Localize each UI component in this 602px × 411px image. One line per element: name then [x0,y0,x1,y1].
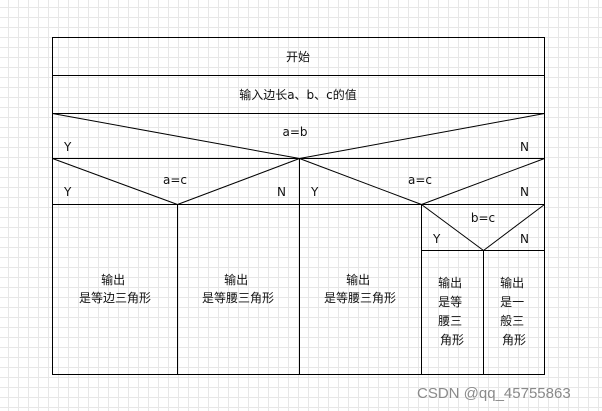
cond-ac-right-diag-right [421,158,545,205]
cond-ac-right-no: N [520,185,529,199]
output-isosceles-2-line: 输出 [346,272,370,287]
output-isosceles-1: 输出 是等腰三角形 [202,272,274,305]
cond-ab-diag-left [52,113,300,159]
output-isosceles-2: 输出 是等腰三角形 [324,272,396,305]
output-scalene-line: 是一 [500,295,524,309]
cond-bc-label: b=c [471,211,495,225]
chart-border [52,37,545,375]
cond-ac-left-no: N [277,185,286,199]
cond-ac-right-diag-left [299,158,422,205]
cond-ac-left-diag-left [52,158,178,205]
cond-ac-right-label: a=c [408,173,432,187]
output-isosceles-3-line: 腰三 [438,314,462,328]
output-isosceles-3-line: 角形 [440,333,464,347]
output-scalene-line: 角形 [502,333,526,347]
cond-ac-left-diag-right [177,158,300,205]
cond-bc-diag-left [421,204,484,251]
output-isosceles-3-line: 是等 [438,295,462,309]
cond-bc-diag-right [483,204,545,251]
cond-bc-yes: Y [432,232,441,246]
cond-ab-label: a=b [282,125,307,139]
output-equilateral: 输出 是等边三角形 [79,272,151,305]
cond-ac-left-label: a=c [163,173,187,187]
watermark: CSDN @qq_45755863 [417,385,571,402]
output-isosceles-3: 输出 是等 腰三 角形 [438,275,466,347]
output-isosceles-1-line: 输出 [224,272,248,287]
output-equilateral-line: 是等边三角形 [79,291,151,305]
output-isosceles-1-line: 是等腰三角形 [202,291,274,305]
output-equilateral-line: 输出 [101,272,125,287]
cond-bc-no: N [520,232,529,246]
cond-ac-right-yes: Y [310,185,319,199]
output-scalene-line: 般三 [500,313,524,328]
output-isosceles-3-line: 输出 [438,275,462,290]
input-label: 输入边长a、b、c的值 [239,87,357,102]
cond-ac-left-yes: Y [63,185,72,199]
cond-ab-yes: Y [63,140,72,154]
cond-ab-diag-right [299,113,545,159]
output-scalene: 输出 是一 般三 角形 [500,275,528,347]
start-label: 开始 [286,50,310,64]
output-scalene-line: 输出 [500,275,524,290]
cond-ab-no: N [520,140,529,154]
output-isosceles-2-line: 是等腰三角形 [324,291,396,305]
